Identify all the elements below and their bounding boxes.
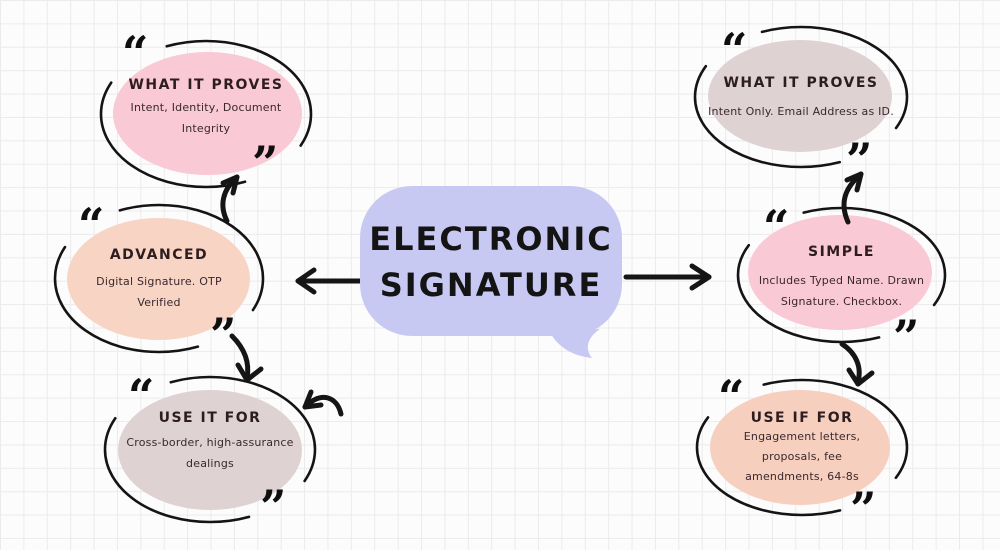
node-title: WHAT IT PROVES — [128, 77, 284, 93]
quote-open-icon: “ — [718, 370, 745, 424]
oval-fill-left-what-it-proves — [113, 52, 302, 175]
node-body: Digital Signature. OTP Verified — [96, 275, 222, 309]
oval-fill-left-use-it-for — [118, 390, 302, 510]
node-body: Intent, Identity, Document Integrity — [130, 101, 282, 135]
quote-close-icon: ” — [210, 308, 237, 362]
quote-close-icon: ” — [850, 482, 877, 536]
node-right-what-it-proves: WHAT IT PROVES Intent Only. Email Addres… — [695, 27, 907, 167]
quote-close-icon: ” — [260, 480, 287, 534]
node-title: USE IT FOR — [158, 410, 262, 426]
node-body: Cross-border, high-assurance dealings — [126, 436, 294, 470]
node-left-what-it-proves: WHAT IT PROVES Intent, Identity, Documen… — [100, 41, 312, 188]
speech-bubble-tail — [549, 329, 600, 358]
quote-close-icon: ” — [893, 310, 920, 364]
oval-outline-left-what-it-proves — [99, 39, 313, 189]
center-topic-bubble: ELECTRONIC SIGNATURE — [360, 186, 622, 336]
arrow-simple-to-what-it-proves — [841, 171, 864, 225]
quote-open-icon: “ — [122, 26, 149, 80]
node-title: USE IF FOR — [750, 410, 854, 426]
node-body: Engagement letters, proposals, fee amend… — [743, 430, 861, 483]
quote-open-icon: “ — [78, 198, 105, 252]
arrow-center-to-right — [623, 263, 712, 291]
node-title: ADVANCED — [109, 247, 209, 263]
node-right-simple: SIMPLE Includes Typed Name. Drawn Signat… — [738, 208, 945, 342]
node-title: WHAT IT PROVES — [723, 75, 879, 91]
quote-open-icon: “ — [128, 369, 155, 423]
node-body: Includes Typed Name. Drawn Signature. Ch… — [758, 274, 925, 308]
node-title: SIMPLE — [808, 244, 875, 260]
quote-close-icon: ” — [846, 133, 873, 187]
center-topic-line2: SIGNATURE — [379, 266, 603, 304]
node-left-advanced: ADVANCED Digital Signature. OTP Verified — [55, 205, 263, 352]
oval-fill-right-what-it-proves — [708, 40, 892, 152]
node-left-use-it-for: USE IT FOR Cross-border, high-assurance … — [105, 377, 315, 522]
node-right-use-if-for: USE IF FOR Engagement letters, proposals… — [697, 380, 907, 515]
center-topic-line1: ELECTRONIC — [369, 220, 613, 258]
arrow-advanced-to-use-it-for — [229, 333, 264, 383]
quote-open-icon: “ — [763, 200, 790, 254]
oval-outline-left-advanced — [53, 203, 265, 354]
oval-fill-right-use-if-for — [710, 390, 890, 505]
quote-close-icon: ” — [252, 136, 279, 190]
oval-outline-right-what-it-proves — [693, 25, 909, 169]
arrow-center-to-left — [295, 267, 365, 295]
oval-fill-right-simple — [748, 215, 932, 330]
oval-fill-left-advanced — [67, 218, 250, 340]
oval-outline-right-use-if-for — [695, 378, 909, 517]
oval-outline-left-use-it-for — [103, 375, 317, 524]
quote-open-icon: “ — [721, 23, 748, 77]
node-body: Intent Only. Email Address as ID. — [708, 105, 894, 118]
arrow-advanced-to-what-it-proves — [220, 174, 240, 224]
arrow-hook-into-use-it-for — [302, 389, 344, 417]
arrow-simple-to-use-if-for — [839, 341, 875, 387]
